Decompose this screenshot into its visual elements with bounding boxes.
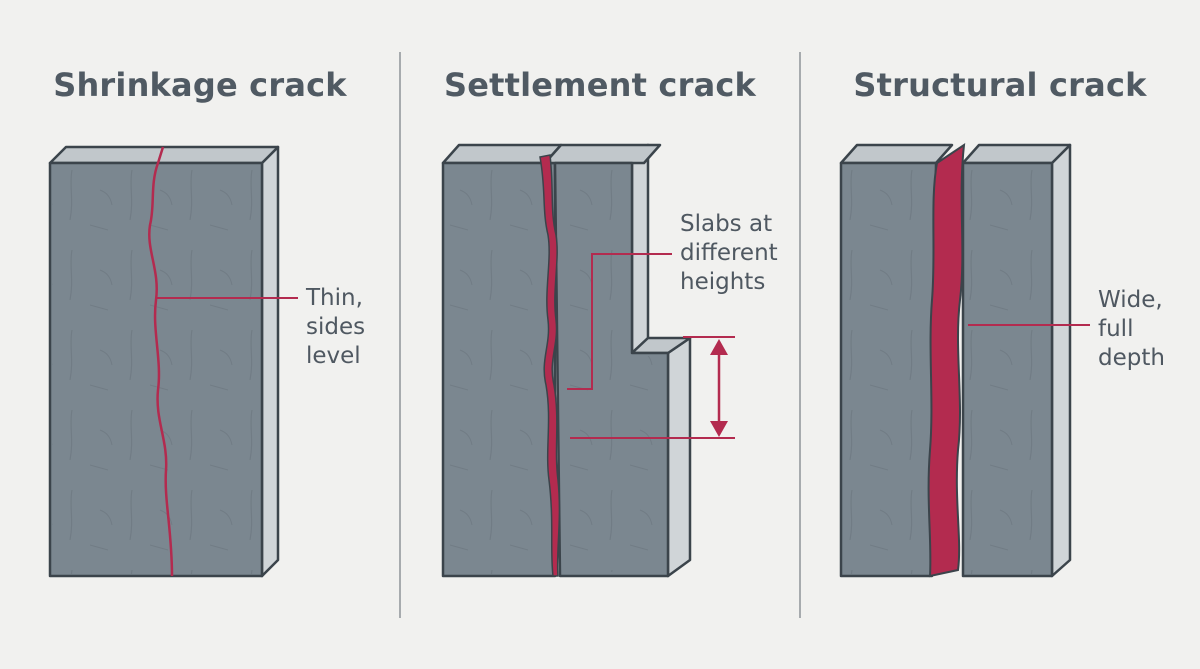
structural-right-slab-side	[1050, 143, 1072, 578]
settlement-label-line: heights	[680, 269, 766, 295]
shrinkage-crack	[148, 146, 174, 577]
settlement-label-line: different	[680, 240, 778, 266]
panel-title-settlement: Settlement crack	[443, 66, 757, 104]
settlement-height-arrow-down	[710, 421, 728, 437]
shrinkage-label-line: Thin,	[306, 285, 363, 311]
settlement-right-slab-top	[543, 143, 662, 165]
structural-label: Wide, full depth	[1098, 286, 1165, 373]
settlement-left-slab	[441, 143, 563, 578]
structural-label-line: Wide,	[1098, 287, 1163, 313]
settlement-right-slab-lower-side	[666, 336, 692, 578]
shrinkage-label-line: sides	[306, 314, 366, 340]
shrinkage-slab	[48, 145, 280, 578]
structural-label-line: full	[1098, 316, 1134, 342]
structural-label-line: depth	[1098, 345, 1165, 371]
shrinkage-label-line: level	[306, 343, 361, 369]
settlement-right-slab-upper-side	[630, 143, 650, 355]
panel-title-structural: Structural crack	[853, 66, 1147, 104]
settlement-right-slab	[543, 143, 692, 578]
shrinkage-label: Thin, sides level	[306, 284, 365, 371]
settlement-leader-line	[567, 253, 672, 390]
settlement-height-arrow-up	[710, 339, 728, 355]
structural-crack	[927, 142, 966, 578]
shrinkage-slab-top	[48, 145, 280, 165]
structural-right-slab-top	[961, 143, 1072, 165]
settlement-crack	[539, 154, 561, 577]
structural-left-slab	[839, 143, 954, 578]
settlement-label-line: Slabs at	[680, 211, 773, 237]
panel-title-shrinkage: Shrinkage crack	[53, 66, 347, 104]
shrinkage-slab-side	[260, 145, 280, 578]
structural-left-slab-top	[839, 143, 954, 165]
structural-right-slab	[961, 143, 1072, 578]
settlement-label: Slabs at different heights	[680, 210, 778, 297]
